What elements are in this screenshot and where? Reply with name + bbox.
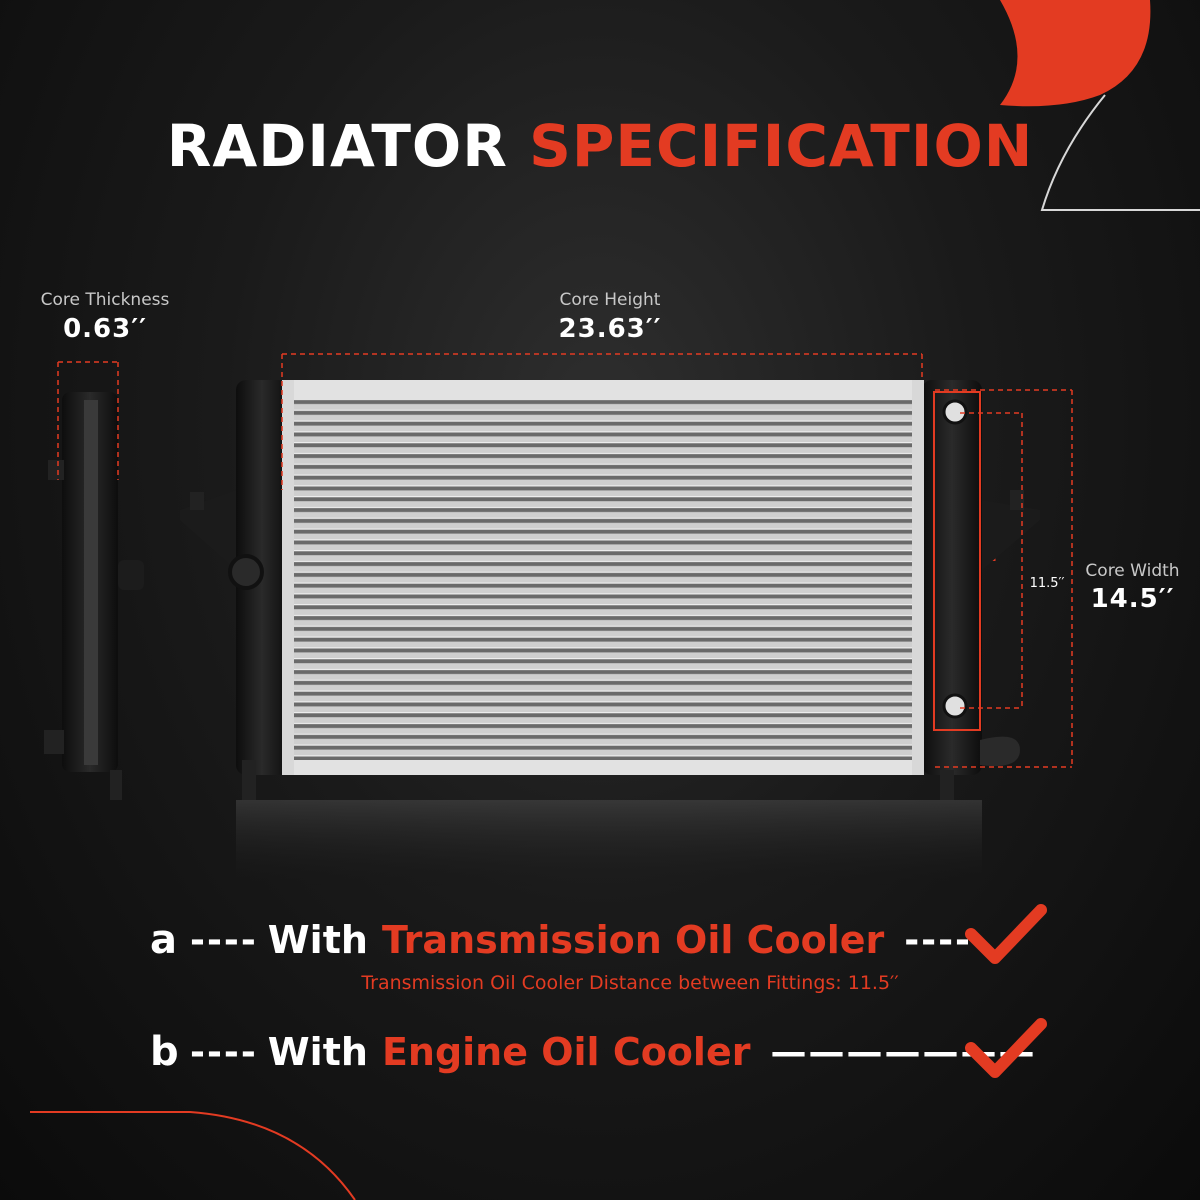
- fitting-distance-value: 11.5′′: [1029, 576, 1065, 591]
- page-title: RADIATOR SPECIFICATION: [0, 108, 1200, 184]
- feature-b-letter: b: [150, 1029, 179, 1075]
- feature-b-dashes: ----: [190, 1031, 258, 1073]
- core-thickness-label: Core Thickness: [40, 290, 170, 310]
- core-width-label: Core Width: [1085, 561, 1180, 581]
- core-thickness-value: 0.63′′: [63, 314, 147, 344]
- feature-a-name: Transmission Oil Cooler: [381, 918, 885, 962]
- title-part-2: SPECIFICATION: [529, 112, 1034, 180]
- title-part-1: RADIATOR: [166, 112, 508, 180]
- feature-b-with: With: [267, 1030, 368, 1074]
- checkmark-icon: [965, 1018, 1047, 1078]
- radiator-illustration: [44, 353, 1073, 890]
- radiator-side-view: [44, 392, 144, 800]
- radiator-reflection: [236, 800, 982, 890]
- feature-a-with: With: [267, 918, 368, 962]
- core-height-label: Core Height: [559, 290, 661, 310]
- decorative-corner-bottom: [30, 1111, 356, 1200]
- feature-a-tail: ----: [904, 919, 972, 961]
- checkmark-icon: [965, 904, 1047, 964]
- core-thickness-bracket: [57, 361, 119, 480]
- feature-line-b: b ---- With Engine Oil Cooler ———————: [150, 1022, 1036, 1082]
- core-height-value: 23.63′′: [558, 314, 662, 344]
- feature-a-letter: a: [150, 917, 177, 963]
- fitting-distance-note: Transmission Oil Cooler Distance between…: [361, 972, 899, 994]
- decorative-corner-top: [1000, 0, 1200, 211]
- fitting-highlight-box: [933, 391, 981, 731]
- dimension-brackets: [281, 353, 1073, 768]
- feature-a-dashes: ----: [190, 919, 258, 961]
- radiator-front-view: [180, 380, 1040, 800]
- core-width-value: 14.5′′: [1090, 584, 1175, 614]
- feature-line-a: a ---- With Transmission Oil Cooler ----: [150, 910, 972, 970]
- feature-b-name: Engine Oil Cooler: [381, 1030, 751, 1074]
